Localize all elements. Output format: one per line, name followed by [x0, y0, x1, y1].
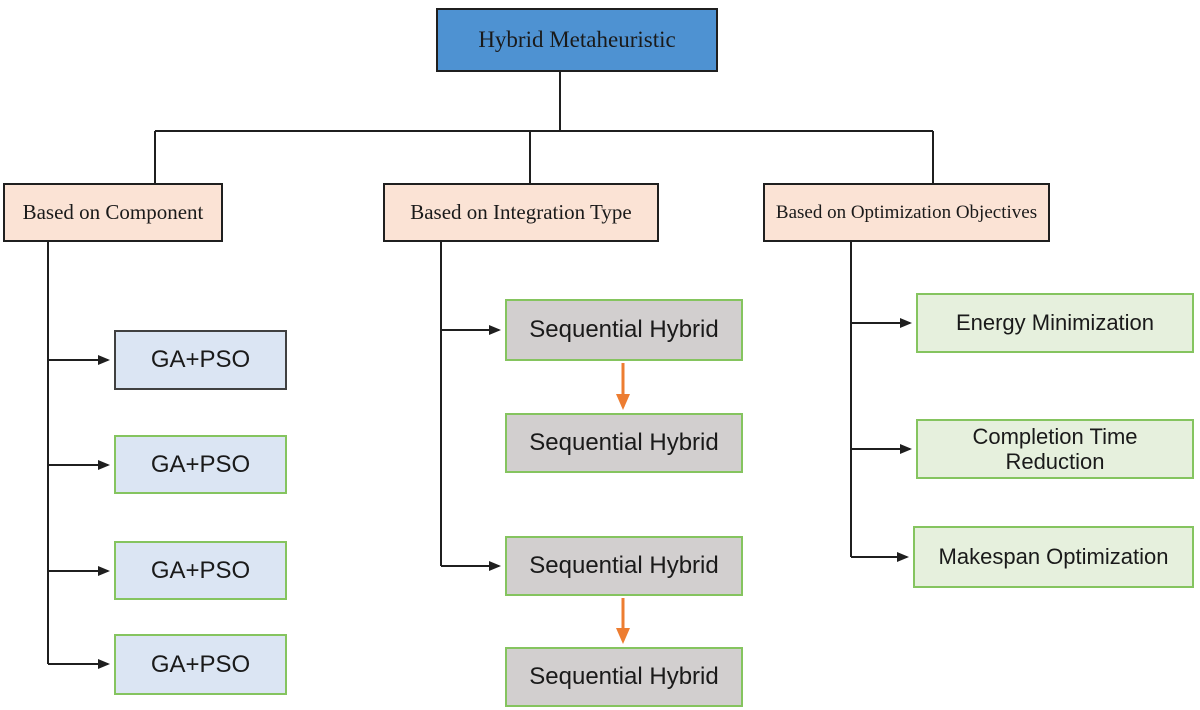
- leaf-node-ga-pso-1: GA+PSO: [114, 330, 287, 390]
- root-node-hybrid-metaheuristic: Hybrid Metaheuristic: [436, 8, 718, 72]
- leaf-node-sequential-hybrid-1: Sequential Hybrid: [505, 299, 743, 361]
- leaf-node-ga-pso-2: GA+PSO: [114, 435, 287, 494]
- objectives-branch-connector: [850, 242, 912, 562]
- integration-branch-connector: [440, 242, 501, 571]
- leaf-node-sequential-hybrid-2: Sequential Hybrid: [505, 413, 743, 473]
- branch-node-based-on-component: Based on Component: [3, 183, 223, 242]
- leaf-node-energy-minimization: Energy Minimization: [916, 293, 1194, 353]
- leaf-node-sequential-hybrid-4: Sequential Hybrid: [505, 647, 743, 707]
- leaf-node-completion-time-reduction: Completion Time Reduction: [916, 419, 1194, 479]
- top-tree-connector: [154, 72, 934, 183]
- leaf-node-makespan-optimization: Makespan Optimization: [913, 526, 1194, 588]
- branch-node-based-on-optimization-objectives: Based on Optimization Objectives: [763, 183, 1050, 242]
- component-branch-connector: [47, 242, 110, 669]
- leaf-node-ga-pso-4: GA+PSO: [114, 634, 287, 695]
- branch-node-based-on-integration-type: Based on Integration Type: [383, 183, 659, 242]
- leaf-node-sequential-hybrid-3: Sequential Hybrid: [505, 536, 743, 596]
- leaf-node-ga-pso-3: GA+PSO: [114, 541, 287, 600]
